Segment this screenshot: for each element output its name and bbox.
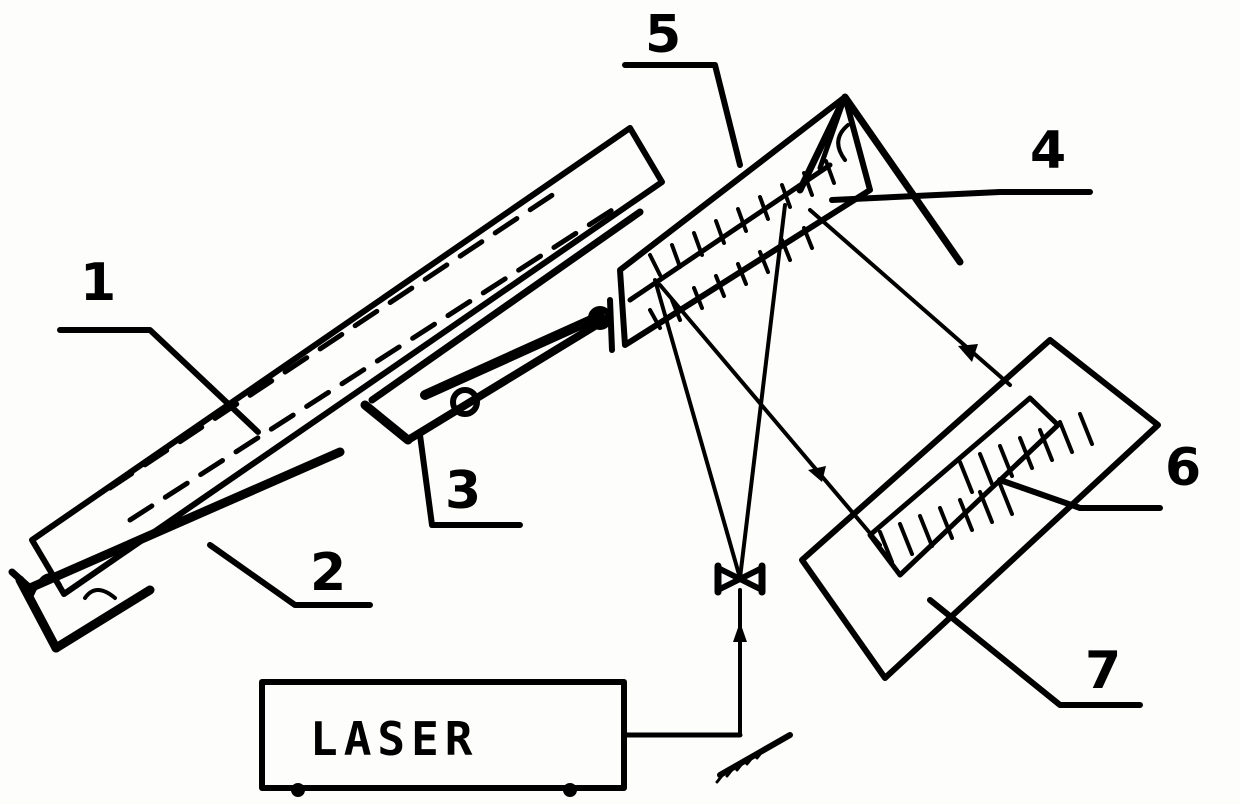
label-1: 1	[80, 253, 116, 313]
component-4-5-cell	[617, 93, 964, 348]
label-7: 7	[1085, 641, 1121, 701]
component-6-detector-array	[867, 395, 1094, 578]
component-3-support	[360, 208, 644, 445]
laser-unit: LASER	[259, 679, 743, 797]
label-3: 3	[445, 461, 481, 521]
component-1-tube	[29, 125, 665, 597]
label-6: 6	[1165, 438, 1201, 498]
component-2-rail	[8, 447, 345, 653]
laser-label: LASER	[310, 712, 478, 766]
component-7-detector-housing	[799, 337, 1161, 681]
mirror	[715, 732, 793, 784]
laser-beams	[653, 203, 1012, 737]
label-2: 2	[310, 543, 346, 603]
label-4: 4	[1030, 121, 1066, 181]
leader-lines	[57, 62, 1163, 708]
label-5: 5	[645, 5, 681, 65]
